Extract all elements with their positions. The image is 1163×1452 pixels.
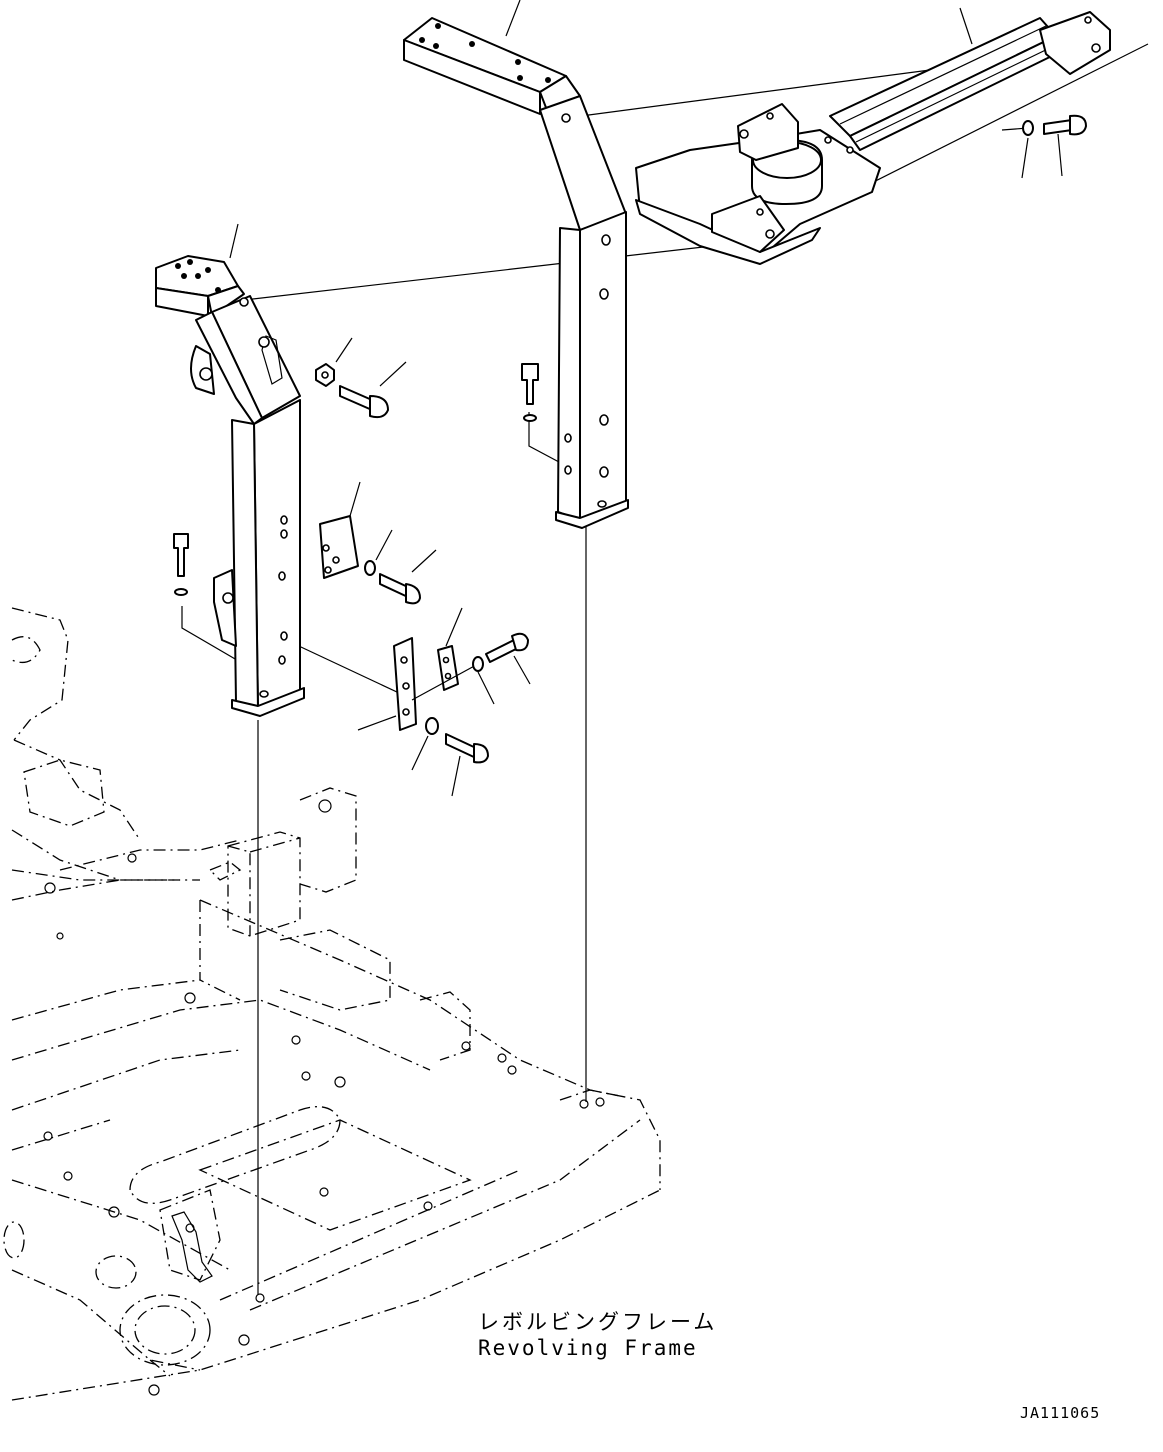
top-cross-beam	[635, 7, 1111, 265]
left-pillar	[155, 223, 305, 717]
drawing-id: JA111065	[1020, 1404, 1101, 1422]
revolving-frame	[3, 607, 661, 1401]
hardware	[173, 114, 1087, 797]
alignment-lines	[181, 43, 1149, 1295]
frame-label-english: Revolving Frame	[478, 1336, 698, 1360]
frame-label-japanese: レボルビングフレーム	[478, 1310, 718, 1334]
right-pillar	[403, 0, 629, 529]
